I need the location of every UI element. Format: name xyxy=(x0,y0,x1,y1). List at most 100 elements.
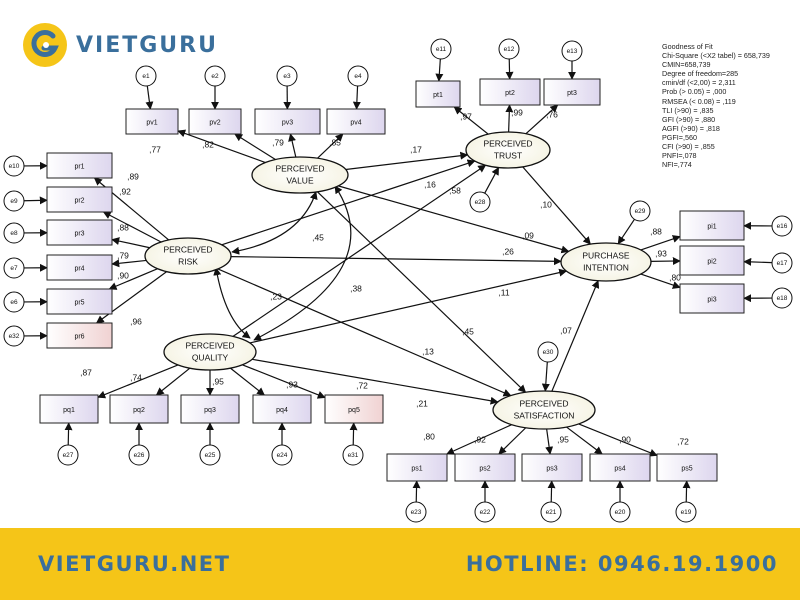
fit-line: CMIN=658,739 xyxy=(662,60,711,70)
disturbance-circle-e30 xyxy=(537,341,559,363)
loading-arrow-pi3 xyxy=(640,273,681,289)
loading-value-pq3: ,95 xyxy=(212,376,224,386)
error-circle-e24 xyxy=(271,444,293,466)
error-label-e12: e12 xyxy=(504,46,515,53)
loading-value-pr1: ,89 xyxy=(127,171,139,181)
fit-line: AGFI (>90) = ,818 xyxy=(662,123,720,133)
loading-arrow-pv4 xyxy=(317,133,344,159)
error-arrow-e4 xyxy=(352,85,361,110)
indicator-label-pq1: pq1 xyxy=(63,407,75,414)
path-coef-ps-pi: ,07 xyxy=(560,325,572,335)
path-coef-pv-pt: ,17 xyxy=(410,144,422,154)
error-label-e26: e26 xyxy=(134,452,145,459)
loading-value-pv2: ,82 xyxy=(202,139,214,149)
error-label-e25: e25 xyxy=(205,452,216,459)
path-arrow-pr-pi xyxy=(230,256,562,266)
error-circle-e25 xyxy=(199,444,221,466)
loading-value-ps2: ,92 xyxy=(474,434,486,444)
indicator-label-pr5: pr5 xyxy=(74,299,84,306)
latent-pi-label-2: INTENTION xyxy=(583,262,629,272)
error-label-e13: e13 xyxy=(567,48,578,55)
loading-value-pi1: ,88 xyxy=(650,226,662,236)
indicator-box-pq2 xyxy=(109,394,169,424)
error-circle-e9 xyxy=(3,190,25,212)
indicator-box-pr3 xyxy=(46,219,113,246)
path-coef-pr-pi: ,26 xyxy=(502,246,514,256)
error-circle-e17 xyxy=(771,252,793,274)
error-circle-e10 xyxy=(3,155,25,177)
indicator-box-pr2 xyxy=(46,186,113,213)
loading-arrow-pr3 xyxy=(111,237,150,249)
loading-arrow-pv1 xyxy=(177,129,266,164)
indicator-label-pr2: pr2 xyxy=(74,197,84,204)
loading-value-pi3: ,80 xyxy=(669,272,681,282)
loading-value-pq5: ,72 xyxy=(356,380,368,390)
loading-value-pq2: ,74 xyxy=(130,372,142,382)
error-label-e4: e4 xyxy=(354,73,362,80)
indicator-box-pi2 xyxy=(679,245,745,276)
path-coef-pr-ps: ,13 xyxy=(422,346,434,356)
error-label-e27: e27 xyxy=(63,452,74,459)
loading-value-pq4: ,93 xyxy=(286,379,298,389)
error-circle-e3 xyxy=(276,65,298,87)
fit-line: Chi-Square (<X2 tabel) = 658,739 xyxy=(662,51,770,61)
brand-logo: VIETGURU xyxy=(22,22,218,68)
indicator-box-pq4 xyxy=(252,394,312,424)
covariance-coef-2: ,23 xyxy=(270,291,282,301)
error-circle-e8 xyxy=(3,222,25,244)
fit-line: cmin/df (<2,00) = 2,311 xyxy=(662,78,736,88)
path-coef-pv-pi: ,09 xyxy=(522,230,534,240)
indicator-box-pq5 xyxy=(324,394,384,424)
error-circle-e32 xyxy=(3,325,25,347)
error-label-e32: e32 xyxy=(9,333,20,340)
fit-line: Prob (> 0.05) = ,000 xyxy=(662,87,727,97)
indicator-box-pt2 xyxy=(479,78,541,106)
indicator-label-pr4: pr4 xyxy=(74,265,84,272)
indicator-label-pi3: pi3 xyxy=(707,296,716,303)
loading-arrow-pt2 xyxy=(505,104,514,133)
error-label-e6: e6 xyxy=(10,299,18,306)
loading-value-pr4: ,79 xyxy=(117,250,129,260)
indicator-box-ps2 xyxy=(454,453,516,482)
error-arrow-e1 xyxy=(145,85,154,110)
path-coef-pq-pt: ,58 xyxy=(449,185,461,195)
indicator-label-ps2: ps2 xyxy=(479,465,490,472)
website-link[interactable]: VIETGURU.NET xyxy=(38,552,231,576)
error-circle-e20 xyxy=(609,501,631,523)
indicator-box-pv4 xyxy=(326,108,386,135)
goodness-of-fit-panel: Goodness of Fit Chi-Square (<X2 tabel) =… xyxy=(662,42,798,169)
path-coef-pr-pt: ,16 xyxy=(424,179,436,189)
indicator-box-pv2 xyxy=(188,108,242,135)
path-arrow-pv-pt xyxy=(345,151,469,171)
indicator-label-pt1: pt1 xyxy=(433,92,443,99)
latent-pq-label-2: QUALITY xyxy=(192,352,229,362)
error-label-e9: e9 xyxy=(10,198,18,205)
error-label-e2: e2 xyxy=(211,73,219,80)
error-label-e17: e17 xyxy=(777,260,788,267)
latent-pv-label-1: PERCEIVED xyxy=(275,163,324,173)
error-circle-e16 xyxy=(771,215,793,237)
error-circle-e19 xyxy=(675,501,697,523)
loading-arrow-pt1 xyxy=(453,106,489,135)
indicator-box-pi3 xyxy=(679,283,745,314)
loading-arrow-pq2 xyxy=(155,367,191,396)
indicator-label-pq2: pq2 xyxy=(133,407,145,414)
loading-arrow-ps2 xyxy=(498,427,527,455)
path-arrow-pq-pi xyxy=(249,268,568,344)
latent-pi-label-1: PURCHASE xyxy=(582,250,630,260)
loading-value-pi2: ,93 xyxy=(655,248,667,258)
error-arrow-e9 xyxy=(23,196,48,205)
latent-pt-label-2: TRUST xyxy=(494,150,522,160)
latent-pi-ellipse xyxy=(560,242,652,282)
indicator-label-pv4: pv4 xyxy=(350,119,361,126)
loading-value-pr5: ,90 xyxy=(117,270,129,280)
loading-value-pr2: ,92 xyxy=(119,186,131,196)
loading-value-ps3: ,95 xyxy=(557,434,569,444)
loading-arrow-pr4 xyxy=(111,259,147,268)
error-circle-e26 xyxy=(128,444,150,466)
latent-pr-ellipse xyxy=(144,237,232,275)
disturbance-label-e29: e29 xyxy=(635,208,646,215)
loading-arrow-pt3 xyxy=(525,104,559,135)
fit-line: CFI (>90) = ,855 xyxy=(662,142,715,152)
loading-value-ps1: ,80 xyxy=(423,431,435,441)
